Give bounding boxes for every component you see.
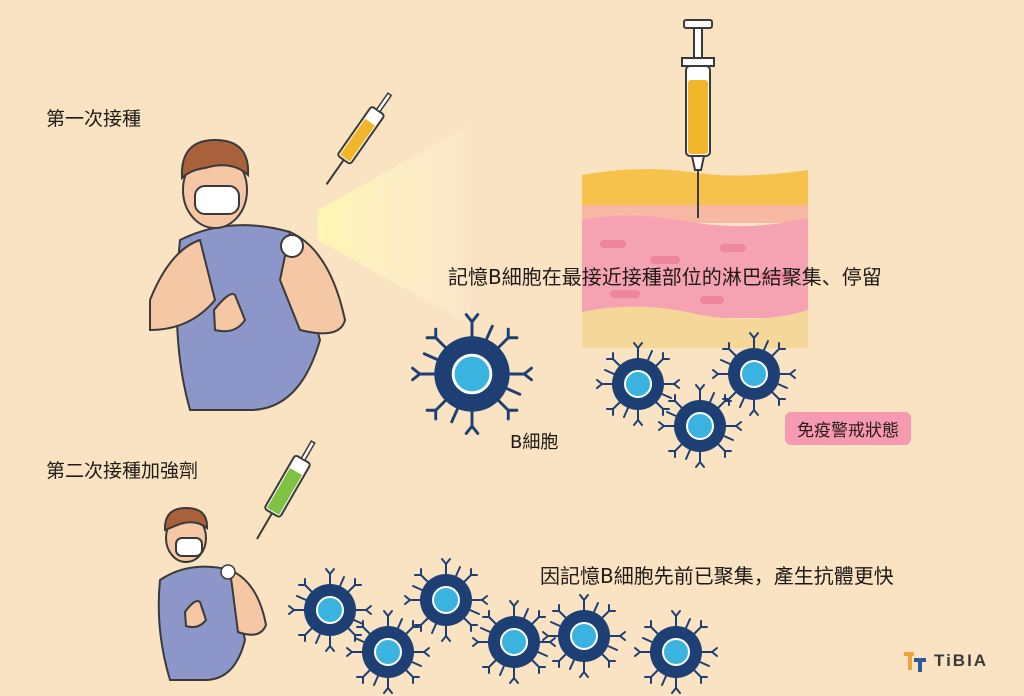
syringe-icon: [325, 92, 393, 185]
b-cell-icon: [472, 600, 556, 684]
memory-b-cell-label: 記憶B細胞在最接近接種部位的淋巴結聚集、停留: [448, 265, 882, 289]
logo-text: TiBIA: [934, 651, 989, 670]
logo: TiBIA: [902, 648, 988, 674]
logo-icon: [904, 652, 926, 672]
person-icon: [149, 138, 347, 411]
syringe-icon: [681, 19, 715, 218]
person-icon: [157, 506, 268, 681]
light-beam: [318, 125, 470, 325]
b-cell-icon: [404, 558, 488, 642]
immune-alert-badge: 免疫警戒狀態: [785, 412, 911, 445]
b-cell-icon: [542, 594, 626, 678]
syringe-icon: [256, 440, 316, 540]
b-cell-icon: [411, 313, 533, 435]
b-cell-label: B細胞: [510, 432, 559, 453]
skin-layer-icon: [582, 169, 808, 348]
first-vaccination-label: 第一次接種: [46, 108, 142, 130]
second-vaccination-label: 第二次接種加強劑: [46, 460, 199, 482]
faster-antibody-label: 因記憶B細胞先前已聚集，產生抗體更快: [540, 564, 894, 588]
b-cell-icon: [634, 610, 718, 694]
